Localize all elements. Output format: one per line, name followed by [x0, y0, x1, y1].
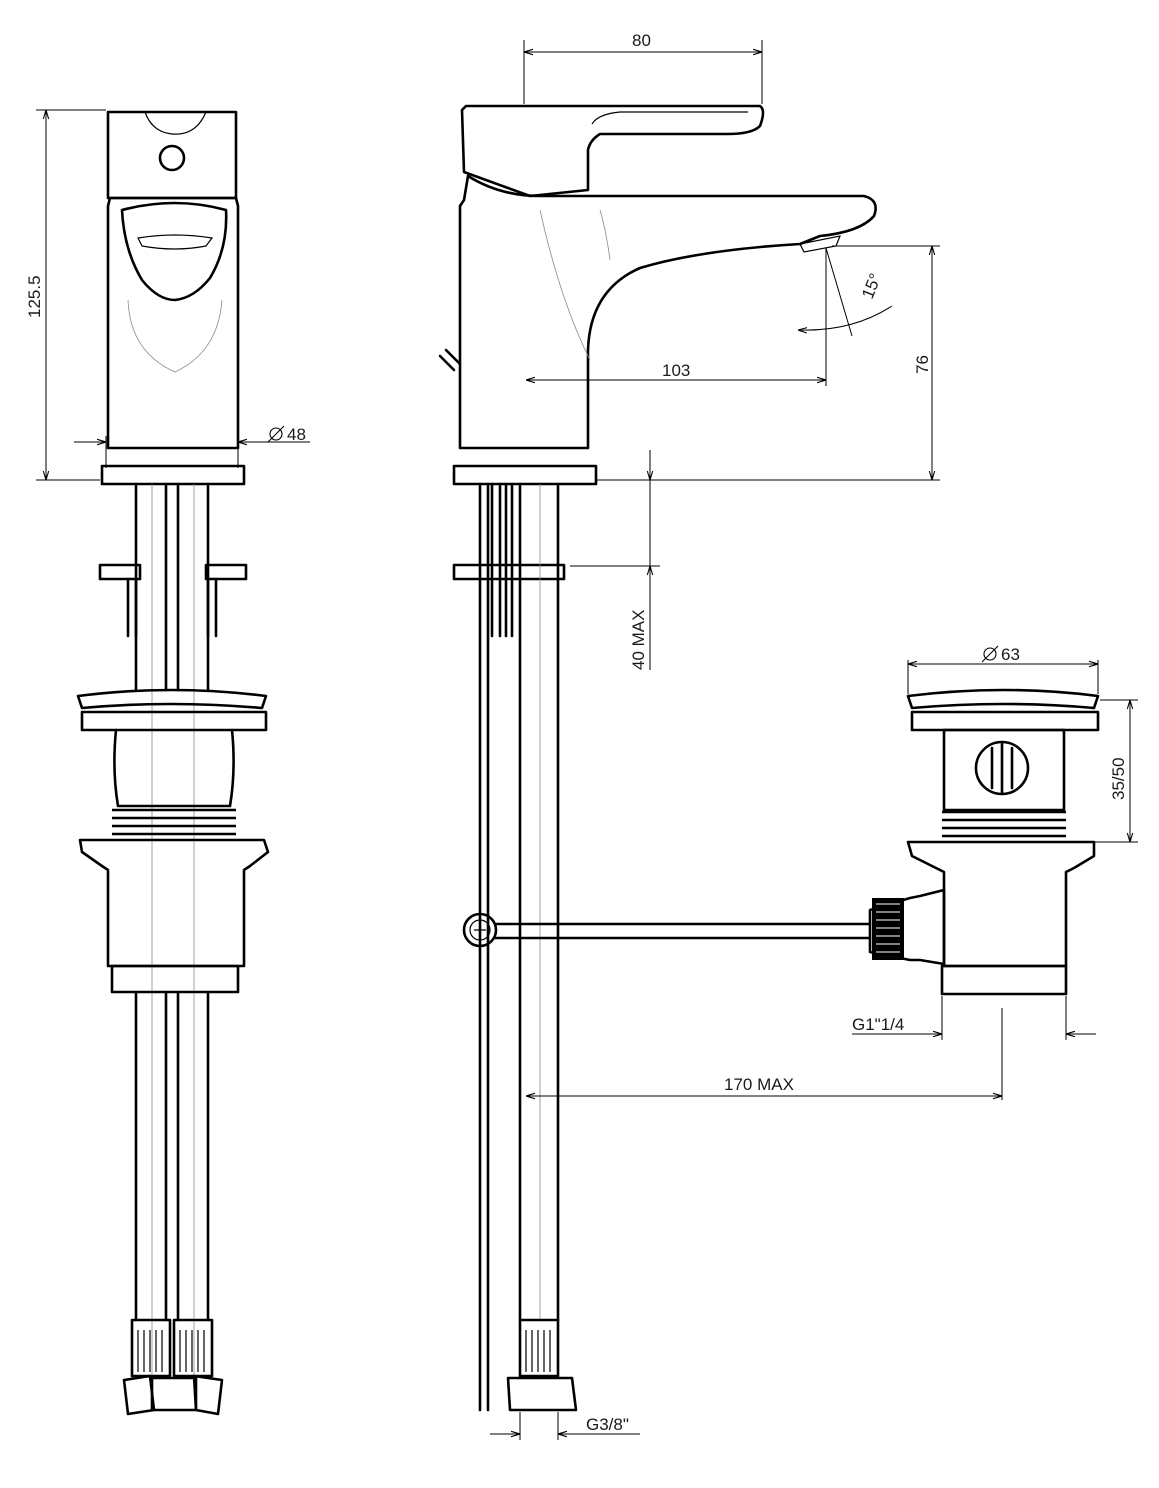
dim-spout-height: 76 [913, 355, 932, 374]
dim-waste-diameter-value: 63 [1001, 645, 1020, 664]
hose-end-front [122, 1318, 224, 1416]
dim-waste-diameter: 63 [981, 645, 1020, 664]
diameter-symbol [981, 645, 999, 663]
dim-waste-height: 35/50 [1109, 757, 1128, 800]
dim-rod-length: 170 MAX [724, 1075, 794, 1094]
nut-waste [872, 898, 904, 960]
dim-height-total: 125.5 [25, 275, 44, 318]
dim-spout-lever-width: 80 [632, 31, 651, 50]
dim-deck-thickness: 40 MAX [629, 610, 648, 670]
dim-base-diameter: 48 [267, 425, 306, 444]
hose-end-side [506, 1318, 578, 1412]
front-view [76, 110, 270, 1416]
thread-front [112, 808, 236, 836]
dim-hose-thread: G3/8" [586, 1415, 629, 1434]
thread-waste [942, 810, 1066, 838]
diameter-symbol [267, 425, 285, 443]
dimension-lines [36, 40, 1138, 1440]
side-view [438, 104, 877, 1412]
waste-view [868, 688, 1100, 996]
dim-spout-angle: 15° [858, 271, 885, 302]
dim-base-diameter-value: 48 [287, 425, 306, 444]
dim-spout-reach: 103 [662, 361, 690, 380]
dim-waste-thread: G1"1/4 [852, 1015, 904, 1034]
